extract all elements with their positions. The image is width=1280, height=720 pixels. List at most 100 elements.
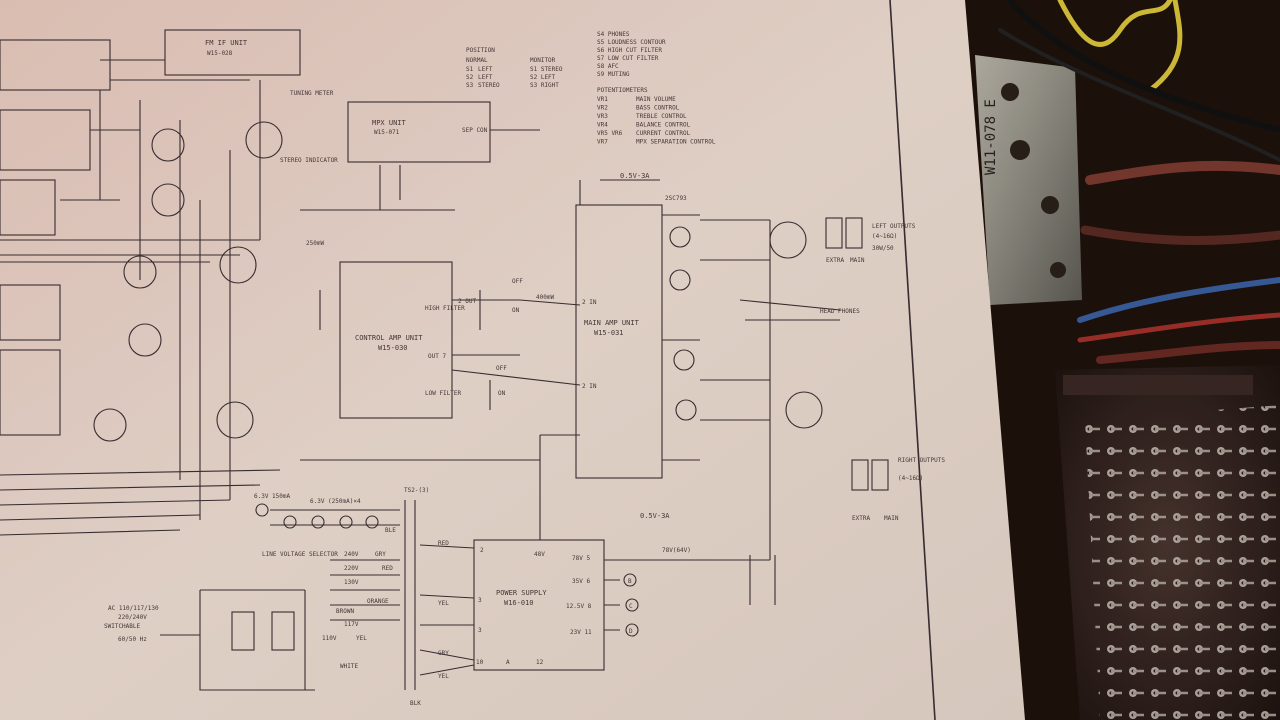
switch-table-r3c: S3 RIGHT: [530, 82, 559, 89]
tap-110: 110V: [322, 635, 337, 642]
headphones-label: HEAD PHONES: [820, 308, 860, 315]
tap-117: 117V: [344, 621, 359, 628]
switch-table-h0: POSITION: [466, 47, 495, 54]
right-outputs-rating: (4~16Ω): [898, 475, 923, 482]
main-amp-name: MAIN AMP UNIT: [584, 319, 640, 327]
ps-pin12: 12: [536, 659, 544, 666]
label-mpx-code: W15-071: [374, 129, 400, 136]
lamps-label2: 6.3V (250mA)×4: [310, 498, 361, 505]
pot-ref: VR4: [597, 122, 608, 129]
pot-ref: VR3: [597, 113, 608, 120]
ac-switchable: SWITCHABLE: [104, 623, 141, 630]
ps-pin2: 2: [480, 547, 484, 554]
switch-table-r1c: S1 STEREO: [530, 66, 563, 73]
switch-table-h2: MONITOR: [530, 57, 556, 64]
misc-250mw: 250mW: [306, 240, 324, 247]
left-main: MAIN: [850, 257, 865, 264]
left-outputs-rating: (4~16Ω): [872, 233, 897, 240]
right-outputs-label: RIGHT OUTPUTS: [898, 457, 945, 464]
pots-heading: POTENTIOMETERS: [597, 87, 648, 94]
pot-function: MAIN VOLUME: [636, 96, 676, 103]
ac-label: AC 110/117/130: [108, 605, 159, 612]
misc-out7: OUT 7: [428, 353, 446, 360]
label-tuning-meter: TUNING METER: [290, 90, 334, 97]
label-fm-if: FM IF UNIT: [205, 39, 248, 47]
left-extra: EXTRA: [826, 257, 844, 264]
misc-2in-a: 2 IN: [582, 299, 597, 306]
ps-pin3b: 3: [478, 627, 482, 634]
schematic-paper: [0, 0, 1025, 720]
control-amp-code: W15-030: [378, 344, 408, 352]
switch-s4: S4 PHONES: [597, 31, 630, 38]
switch-table-r2b: LEFT: [478, 74, 493, 81]
main-amp-transistor: 2SC793: [665, 195, 687, 202]
label-sep-con: SEP CON: [462, 127, 488, 134]
transformer-label: TS2-(3): [404, 487, 429, 494]
wire-red2: RED: [438, 540, 449, 547]
wire-yel: YEL: [356, 635, 367, 642]
switch-s8: S8 AFC: [597, 63, 619, 70]
ac-freq: 60/50 Hz: [118, 636, 147, 643]
pot-function: MPX SEPARATION CONTROL: [636, 139, 716, 146]
main-amp-fuse2: 0.5V-3A: [640, 512, 670, 520]
pot-ref: VR1: [597, 96, 608, 103]
misc-400mw: 400mW: [536, 294, 554, 301]
pot-function: TREBLE CONTROL: [636, 113, 687, 120]
pcb-board: [1055, 365, 1280, 720]
line-voltage-selector: LINE VOLTAGE SELECTOR: [262, 551, 338, 558]
misc-on1: ON: [512, 307, 520, 314]
pot-function: BALANCE CONTROL: [636, 122, 691, 129]
wire-gry2: GRY: [438, 650, 449, 657]
pot-ref: VR7: [597, 139, 608, 146]
switch-table-r2a: S2: [466, 74, 474, 81]
switch-table-r1b: LEFT: [478, 66, 493, 73]
switch-table-r3b: STEREO: [478, 82, 500, 89]
ps-pin-12v: 12.5V 8: [566, 603, 592, 610]
wire-blk: BLK: [410, 700, 421, 707]
left-outputs-rating2: 30W/50: [872, 245, 894, 252]
tap-220: 220V: [344, 565, 359, 572]
output-pin-d: D: [629, 628, 633, 635]
switch-table-r2c: S2 LEFT: [530, 74, 556, 81]
schematic-wiring: [0, 29, 889, 691]
wire-ble: BLE: [385, 527, 396, 534]
switch-s7: S7 LOW CUT FILTER: [597, 55, 659, 62]
output-pin-c: C: [629, 603, 633, 610]
switch-table-h1: NORMAL: [466, 57, 488, 64]
pot-ref: VR5 VR6: [597, 130, 623, 137]
right-main: MAIN: [884, 515, 899, 522]
wire-white: WHITE: [340, 663, 358, 670]
wire-harness: [998, 0, 1280, 364]
main-amp-code: W15-031: [594, 329, 624, 337]
switch-table-r1a: S1: [466, 66, 474, 73]
ps-pin3: 3: [478, 597, 482, 604]
label-stereo-indicator: STEREO INDICATOR: [280, 157, 338, 164]
wire-gry: GRY: [375, 551, 386, 558]
wire-red: RED: [382, 565, 393, 572]
paper-border-line: [889, 0, 936, 720]
misc-off1: OFF: [512, 278, 523, 285]
output-pin-b: B: [628, 578, 632, 585]
lamps-label: 6.3V 150mA: [254, 493, 291, 500]
ps-pin-78v: 78V 5: [572, 555, 590, 562]
wire-orange: ORANGE: [367, 598, 389, 605]
control-amp-low-filter: LOW FILTER: [425, 390, 462, 397]
wire-yel2: YEL: [438, 600, 449, 607]
ps-pin-35v: 35V 6: [572, 578, 590, 585]
label-mpx: MPX UNIT: [372, 119, 407, 127]
left-outputs-label: LEFT OUTPUTS: [872, 223, 916, 230]
control-amp-name: CONTROL AMP UNIT: [355, 334, 423, 342]
misc-off2: OFF: [496, 365, 507, 372]
chassis-sticker: W11-078 E: [983, 99, 999, 175]
pot-function: CURRENT CONTROL: [636, 130, 691, 137]
switch-s5: S5 LOUDNESS CONTOUR: [597, 39, 666, 46]
pot-ref: VR2: [597, 105, 608, 112]
switch-s9: S9 MUTING: [597, 71, 630, 78]
bus-voltage: 78V(64V): [662, 547, 691, 554]
tap-240: 240V: [344, 551, 359, 558]
main-amp-fuse: 0.5V-3A: [620, 172, 650, 180]
